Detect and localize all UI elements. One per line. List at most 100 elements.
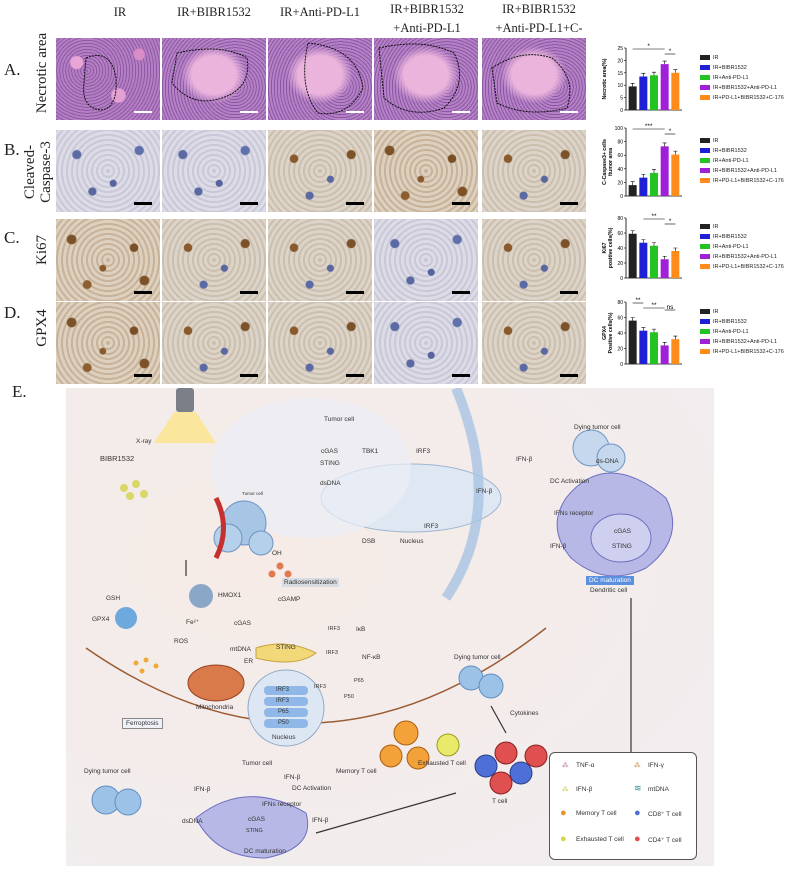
label-dendritic-cell: Dendritic cell: [590, 587, 628, 594]
bar-4: [660, 146, 669, 196]
error-bar: [641, 73, 646, 77]
bar-4: [660, 345, 669, 364]
bar-3: [650, 75, 658, 110]
micrograph-a-1: [56, 38, 160, 120]
legend-label: IR+BIBR1532+Anti-PD-L1: [713, 168, 777, 174]
legend-swatch: [700, 75, 710, 81]
error-bar: [652, 71, 656, 76]
micrograph-a-2: [162, 38, 266, 120]
mtdna-icon: ≋: [634, 783, 642, 793]
y-tick-label: 0: [620, 108, 623, 114]
legend-entry: IR+PD-L1+BIBR1532+C-176: [700, 349, 784, 355]
cd8-icon: ●: [634, 807, 641, 819]
label-p50: P50: [278, 720, 289, 726]
legend-entry: IR+BIBR1532: [700, 148, 747, 154]
y-axis-label: C-Caspase3+ cells: [602, 139, 608, 185]
micrograph-b-5: [482, 130, 586, 212]
memory-t-icon: ●: [560, 807, 567, 819]
legend-swatch: [700, 264, 710, 270]
y-tick-label: 80: [617, 216, 623, 222]
label-dc-activation-top: DC Activation: [550, 478, 590, 485]
micrograph-d-4: [374, 302, 478, 384]
legend-label: IR+Anti-PD-L1: [713, 75, 749, 81]
label-irf3-d: IRF3: [326, 650, 338, 656]
legend-swatch: [700, 158, 710, 164]
label-dying-tumor-right: Dying tumor cell: [454, 654, 501, 661]
column-header-ir: IR: [113, 5, 127, 19]
legend-ifng: IFN-γ: [648, 762, 664, 769]
label-sting-top: STING: [320, 460, 340, 467]
tnf-icon: ⁂: [562, 762, 569, 769]
mechanism-diagram-art: [85, 388, 674, 859]
label-nucleus-mid: Nucleus: [272, 734, 296, 741]
legend-swatch: [700, 55, 710, 61]
legend-entry: IR: [700, 138, 719, 144]
label-cytokines: Cytokines: [510, 710, 539, 717]
bar-5: [671, 339, 680, 364]
bar-1: [628, 233, 637, 278]
label-nfkb: NF-κB: [362, 654, 381, 661]
error-bar: [641, 327, 646, 331]
exhausted-t-icon: ●: [560, 833, 567, 845]
legend-mtdna: mtDNA: [648, 786, 669, 793]
legend-entry: IR: [700, 309, 719, 315]
bar-3: [650, 172, 658, 196]
legend-entry: IR+BIBR1532: [700, 319, 747, 325]
legend-entry: IR+BIBR1532+Anti-PD-L1: [700, 168, 777, 174]
label-dc-maturation-top: DC maturation: [586, 576, 634, 585]
label-cgas-mid: cGAS: [234, 620, 251, 627]
significance-label: **: [651, 302, 657, 309]
label-oh: OH: [272, 550, 282, 557]
legend-label: IR+PD-L1+BIBR1532+C-176: [713, 349, 784, 355]
legend-entry: IR+PD-L1+BIBR1532+C-176: [700, 178, 784, 184]
panel-letter-b: B.: [4, 140, 20, 159]
micrograph-d-1: [56, 302, 160, 384]
micrograph-b-4: [374, 130, 478, 212]
column-header-ir-antipd: IR+Anti-PD-L1: [280, 5, 360, 19]
error-bar: [641, 239, 646, 243]
legend-label: IR: [713, 138, 719, 144]
legend-swatch: [700, 309, 710, 315]
row-label-necrotic: Necrotic area: [34, 32, 50, 114]
y-tick-label: 60: [617, 316, 623, 322]
label-ikb: IκB: [356, 626, 366, 633]
legend-label: IR+BIBR1532: [713, 319, 747, 325]
bar-4: [660, 64, 669, 110]
micrograph-a-4: [374, 38, 478, 120]
panel-letter-a: A.: [4, 60, 21, 79]
legend-label: IR+PD-L1+BIBR1532+C-176: [713, 95, 784, 101]
label-ifnb-bottom: IFN-β: [284, 774, 301, 781]
legend-label: IR: [713, 55, 719, 61]
error-bar: [630, 83, 635, 87]
legend-entry: IR+BIBR1532: [700, 65, 747, 71]
legend-swatch: [700, 95, 710, 101]
bar-5: [671, 154, 680, 196]
error-bar: [673, 335, 678, 340]
legend-entry: IR: [700, 55, 719, 61]
label-ds-dna: ds-DNA: [596, 458, 619, 465]
label-tbk1: TBK1: [362, 448, 379, 455]
y-tick-label: 80: [617, 300, 623, 306]
y-tick-label: 20: [617, 261, 623, 267]
error-bar: [662, 142, 667, 147]
panel-letter-c: C.: [4, 228, 20, 247]
legend-entry: IR+BIBR1532+Anti-PD-L1: [700, 254, 777, 260]
label-cgas-dc: cGAS: [614, 528, 631, 535]
label-cgas-bottom: cGAS: [248, 816, 265, 823]
legend-entry: IR+Anti-PD-L1: [700, 244, 749, 250]
error-bar: [652, 328, 656, 333]
label-irf3-b: IRF3: [276, 698, 290, 704]
panel-letter-d: D.: [4, 303, 21, 322]
label-p65: P65: [278, 709, 289, 715]
label-fe: Fe²⁺: [186, 619, 200, 626]
error-bar: [673, 69, 678, 73]
label-cgamp: cGAMP: [278, 596, 301, 603]
significance-label: *: [669, 48, 672, 55]
y-tick-label: 20: [617, 58, 623, 64]
label-tumor-cell-top: Tumor cell: [324, 416, 355, 423]
legend-swatch: [700, 319, 710, 325]
error-bar: [652, 242, 656, 246]
